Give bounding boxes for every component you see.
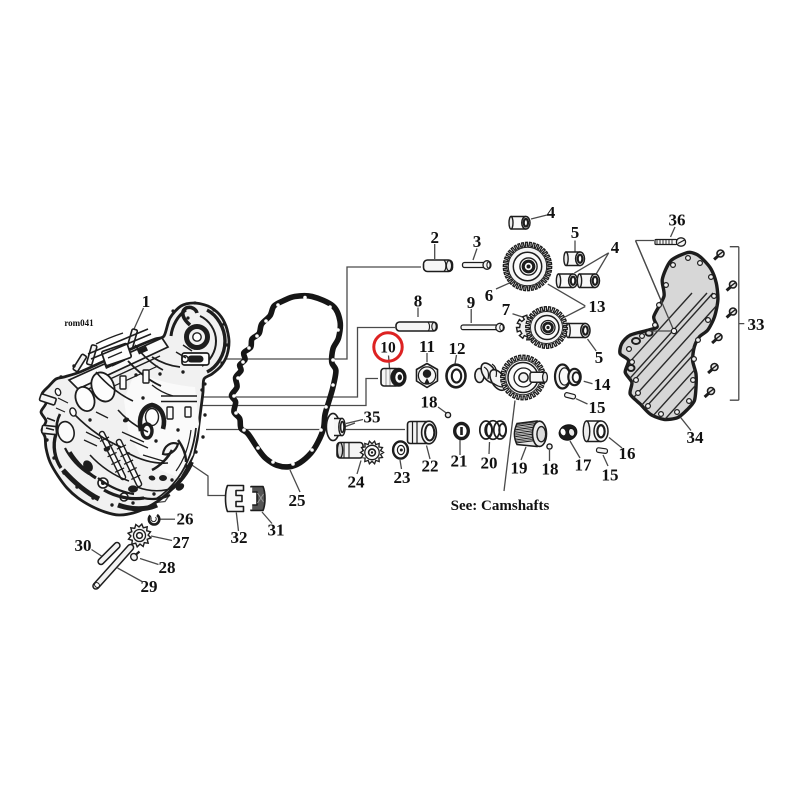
svg-text:26: 26 [177, 510, 194, 529]
svg-text:4: 4 [547, 203, 556, 222]
svg-text:3: 3 [473, 232, 482, 251]
svg-text:6: 6 [485, 286, 494, 305]
svg-text:31: 31 [268, 521, 285, 540]
svg-text:19: 19 [511, 459, 528, 478]
svg-text:28: 28 [159, 558, 176, 577]
svg-text:15: 15 [602, 466, 619, 485]
svg-text:16: 16 [619, 444, 636, 463]
svg-text:21: 21 [451, 452, 468, 471]
svg-text:36: 36 [669, 211, 686, 230]
svg-text:32: 32 [231, 528, 248, 547]
svg-text:See: Camshafts: See: Camshafts [451, 498, 550, 514]
svg-text:35: 35 [364, 408, 381, 427]
svg-text:1: 1 [142, 292, 151, 311]
svg-text:2: 2 [430, 228, 439, 247]
svg-text:8: 8 [414, 292, 423, 311]
svg-text:25: 25 [289, 491, 306, 510]
svg-text:4: 4 [611, 238, 620, 257]
svg-text:5: 5 [595, 348, 604, 367]
svg-text:34: 34 [687, 428, 705, 447]
svg-text:27: 27 [173, 533, 191, 552]
svg-text:24: 24 [348, 473, 366, 492]
svg-text:15: 15 [589, 398, 606, 417]
svg-text:14: 14 [594, 375, 612, 394]
svg-text:rom041: rom041 [64, 318, 94, 328]
svg-text:20: 20 [481, 454, 498, 473]
svg-text:23: 23 [394, 468, 411, 487]
svg-text:5: 5 [571, 223, 580, 242]
svg-text:13: 13 [589, 297, 606, 316]
svg-text:18: 18 [421, 393, 438, 412]
svg-text:11: 11 [419, 337, 435, 356]
svg-text:30: 30 [75, 536, 92, 555]
svg-text:22: 22 [422, 457, 439, 476]
svg-text:7: 7 [502, 300, 511, 319]
svg-text:12: 12 [449, 339, 466, 358]
svg-text:9: 9 [467, 293, 476, 312]
svg-text:18: 18 [542, 460, 559, 479]
svg-text:33: 33 [748, 315, 765, 334]
svg-text:29: 29 [141, 577, 158, 596]
svg-text:10: 10 [380, 340, 396, 357]
svg-text:17: 17 [575, 456, 593, 475]
